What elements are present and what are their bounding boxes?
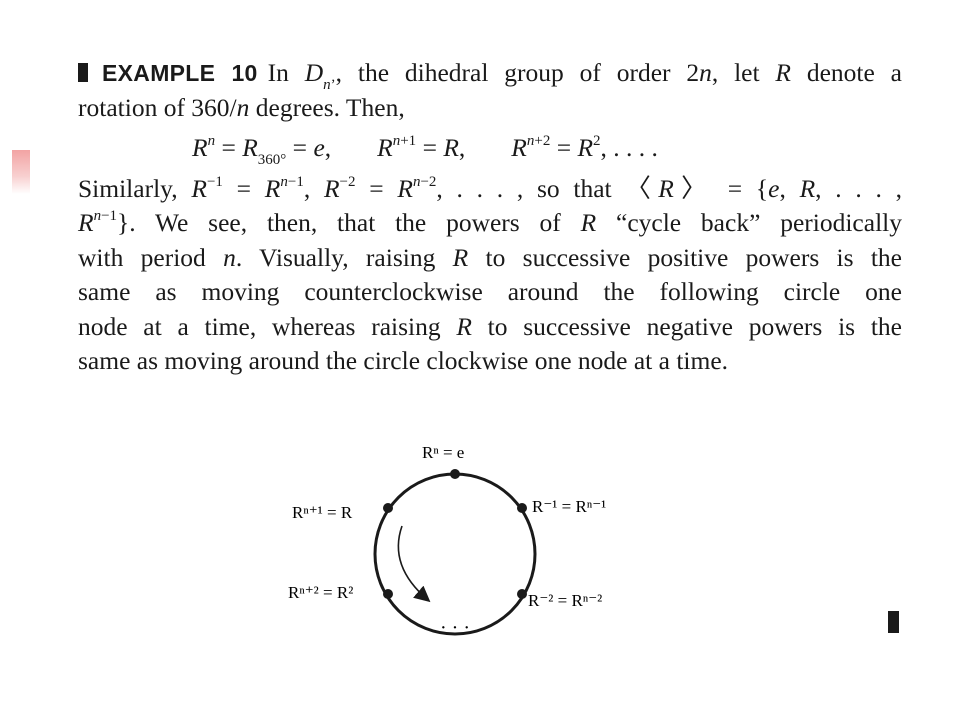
label-upper-left: Rⁿ⁺¹ = R [292,503,353,522]
example-label: EXAMPLE 10 [102,60,258,86]
body-line-4: same as moving counterclockwise around t… [78,277,902,306]
ellipsis-label: · · · [440,617,470,639]
example-marker-icon [78,63,88,82]
label-lower-right: R⁻² = Rⁿ⁻² [528,591,602,610]
body-line-6: same as moving around the circle clockwi… [78,346,729,375]
body-line-2: Rn−1}. We see, then, that the powers of … [78,208,902,237]
counterclockwise-arrow-icon [397,525,431,603]
end-of-example-marker-icon [888,611,899,633]
node-top [450,469,460,479]
label-top: Rⁿ = e [422,443,464,462]
node-lower-right [517,589,527,599]
label-lower-left: Rⁿ⁺² = R² [288,583,353,602]
body-line-1: Similarly, R−1 = Rn−1, R−2 = Rn−2, . . .… [78,173,903,203]
equation-line: Rn = R360° = e,Rn+1 = R,Rn+2 = R2, . . .… [192,133,658,168]
node-lower-left [383,589,393,599]
slide-accent-bar [12,150,30,194]
example-intro-line-2: rotation of 360/n degrees. Then, [78,92,405,122]
node-upper-right [517,503,527,513]
label-upper-right: R⁻¹ = Rⁿ⁻¹ [532,497,606,516]
rotation-cycle-diagram: Rⁿ = e Rⁿ⁺¹ = R R⁻¹ = Rⁿ⁻¹ Rⁿ⁺² = R² R⁻²… [288,443,606,639]
body-line-3: with period n. Visually, raising R to su… [78,242,903,272]
node-upper-left [383,503,393,513]
body-line-5: node at a time, whereas raising R to suc… [78,311,902,341]
